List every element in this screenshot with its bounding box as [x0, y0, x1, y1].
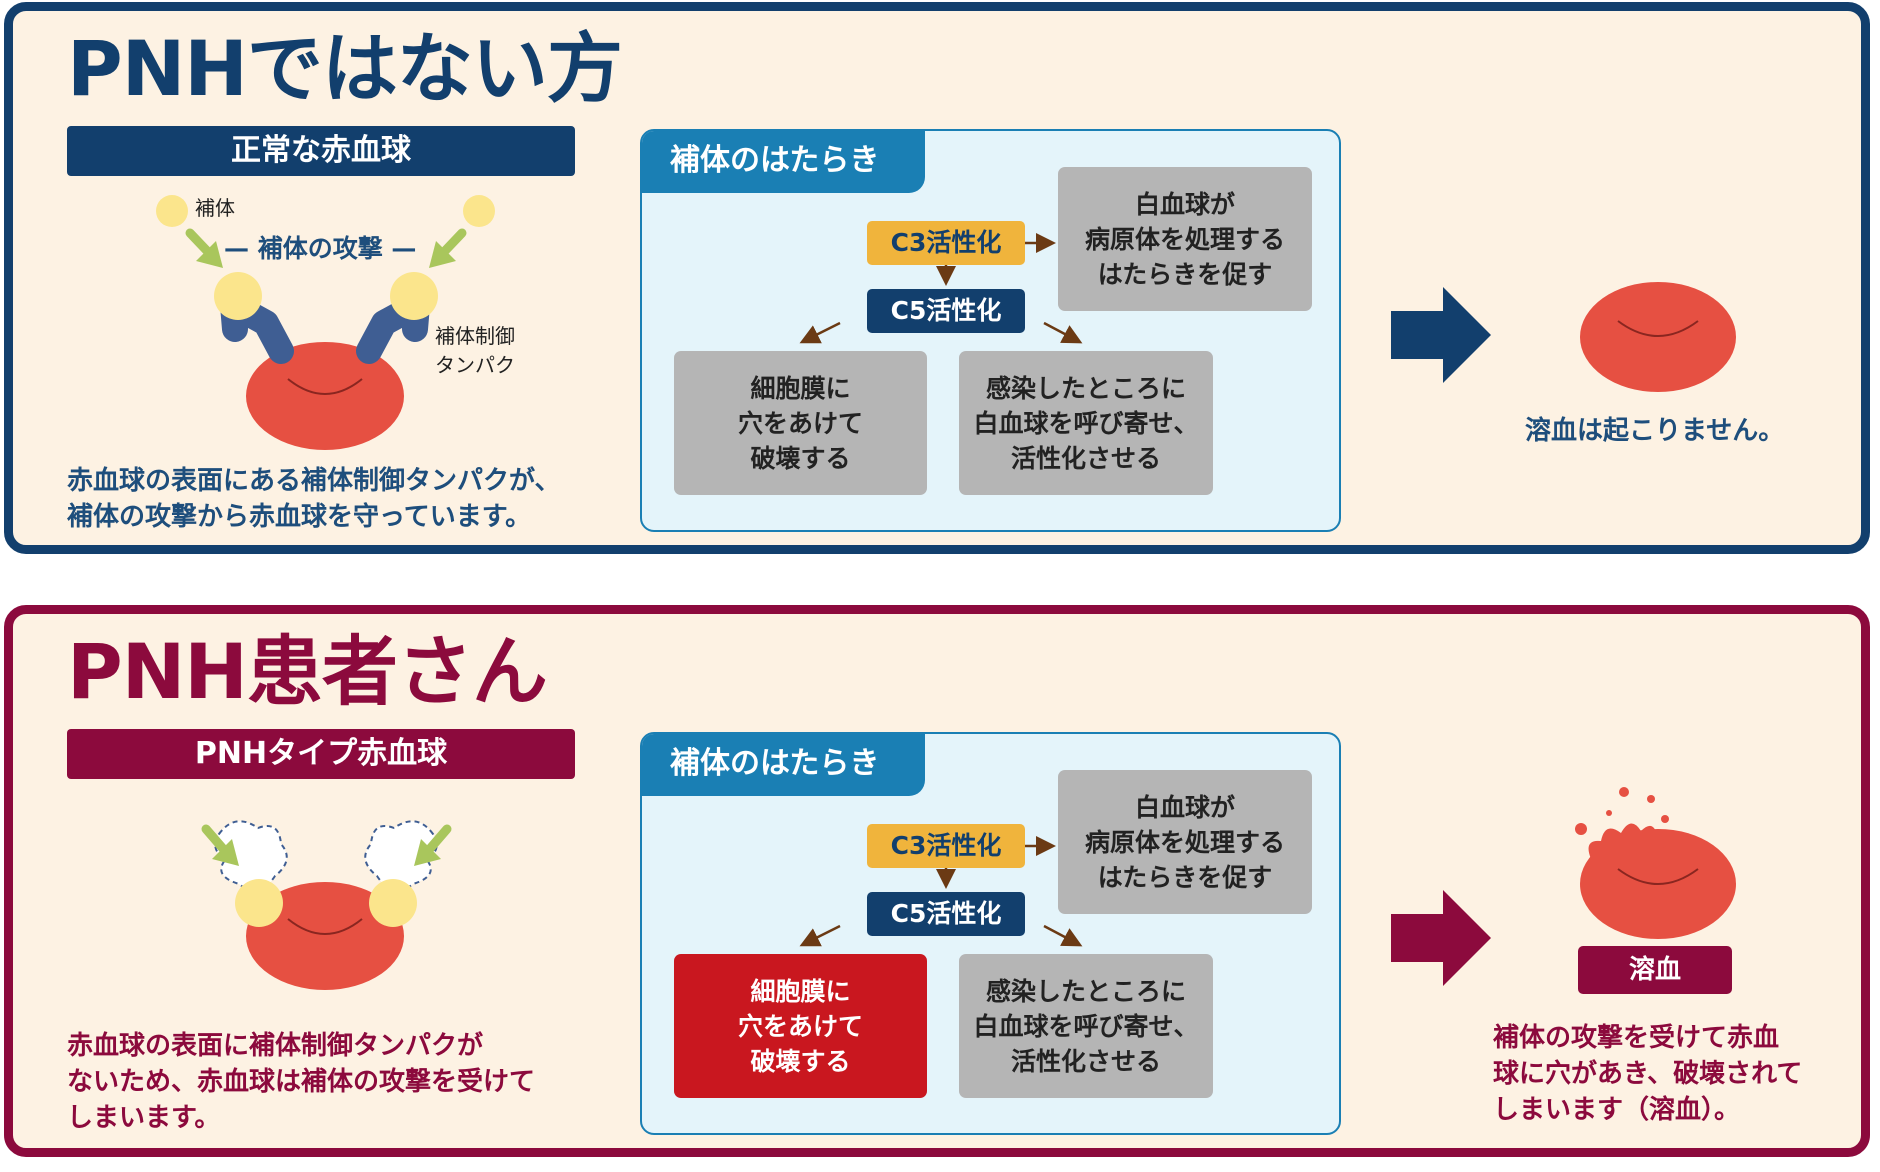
complement-icon	[390, 272, 438, 320]
c3-activation-label: C3活性化	[867, 221, 1025, 265]
control-protein-label: タンパク	[435, 353, 515, 377]
result-text: 補体の攻撃を受けて赤血 球に穴があき、破壊されて しまいます（溶血）。	[1493, 1023, 1803, 1125]
complement-icon	[369, 879, 417, 927]
inflammation-box: 感染したところに 白血球を呼び寄せ、 活性化させる	[959, 954, 1213, 1098]
cell-type-banner: PNHタイプ赤血球	[67, 729, 575, 779]
normal-panel: PNHではない方 正常な赤血球 補体 — 補体の攻撃 — 補体制御	[4, 2, 1870, 554]
missing-protein-outline-icon	[214, 820, 288, 892]
description-text: 赤血球の表面にある補体制御タンパクが、 補体の攻撃から赤血球を守っています。	[67, 466, 561, 532]
right-arrow-icon	[1391, 890, 1491, 986]
c5-to-inflammation-arrow	[1043, 924, 1083, 947]
normal-cell-illustration	[156, 195, 495, 450]
complement-function-diagram: 補体のはたらき C3活性化 C5活性化 白血球が 病原体を処理する はたらきを促…	[640, 129, 1341, 532]
attack-arrow-icon	[201, 824, 239, 866]
missing-protein-outline-icon	[364, 820, 438, 892]
description-text: 赤血球の表面に補体制御タンパクが ないため、赤血球は補体の攻撃を受けて しまいま…	[67, 1031, 536, 1133]
control-protein-label: 補体制御	[435, 324, 515, 348]
panel-title: PNH患者さん	[67, 627, 548, 716]
pnh-panel: PNH患者さん PNHタイプ赤血球 赤血球の表面に補体制御タンパクが ないため、…	[4, 605, 1870, 1157]
complement-icon	[156, 195, 188, 227]
intact-red-blood-cell-icon	[1580, 282, 1736, 392]
red-blood-cell-icon	[246, 882, 404, 990]
c5-to-membrane-arrow	[799, 321, 841, 344]
c5-activation-label: C5活性化	[867, 289, 1025, 333]
c5-to-inflammation-arrow	[1043, 321, 1083, 344]
complement-attack-label: — 補体の攻撃 —	[224, 234, 417, 263]
red-blood-cell-icon	[246, 342, 404, 450]
complement-icon	[214, 272, 262, 320]
complement-label: 補体	[195, 196, 235, 220]
cell-type-banner: 正常な赤血球	[67, 126, 575, 176]
panel-title: PNHではない方	[67, 24, 623, 113]
attack-arrow-icon	[414, 824, 452, 866]
complement-function-diagram: 補体のはたらき C3活性化 C5活性化 白血球が 病原体を処理する はたらきを促…	[640, 732, 1341, 1135]
wbc-function-box: 白血球が 病原体を処理する はたらきを促す	[1058, 770, 1312, 914]
inflammation-box: 感染したところに 白血球を呼び寄せ、 活性化させる	[959, 351, 1213, 495]
result-text: 溶血は起こりません。	[1525, 416, 1785, 446]
diagram-title: 補体のはたらき	[642, 734, 925, 796]
c5-activation-label: C5活性化	[867, 892, 1025, 936]
pnh-cell-illustration	[201, 820, 452, 990]
c3-activation-label: C3活性化	[867, 824, 1025, 868]
membrane-destruction-box-highlighted: 細胞膜に 穴をあけて 破壊する	[674, 954, 927, 1098]
attack-arrow-icon	[429, 228, 467, 268]
membrane-destruction-box: 細胞膜に 穴をあけて 破壊する	[674, 351, 927, 495]
burst-red-blood-cell-icon	[1575, 787, 1736, 939]
complement-icon	[463, 195, 495, 227]
flow-arrows	[799, 836, 1083, 947]
complement-icon	[235, 879, 283, 927]
c5-to-membrane-arrow	[799, 924, 841, 947]
wbc-function-box: 白血球が 病原体を処理する はたらきを促す	[1058, 167, 1312, 311]
diagram-title: 補体のはたらき	[642, 131, 925, 193]
attack-arrow-icon	[185, 228, 223, 268]
right-arrow-icon	[1391, 287, 1491, 383]
flow-arrows	[799, 233, 1083, 344]
hemolysis-badge: 溶血	[1578, 946, 1732, 994]
